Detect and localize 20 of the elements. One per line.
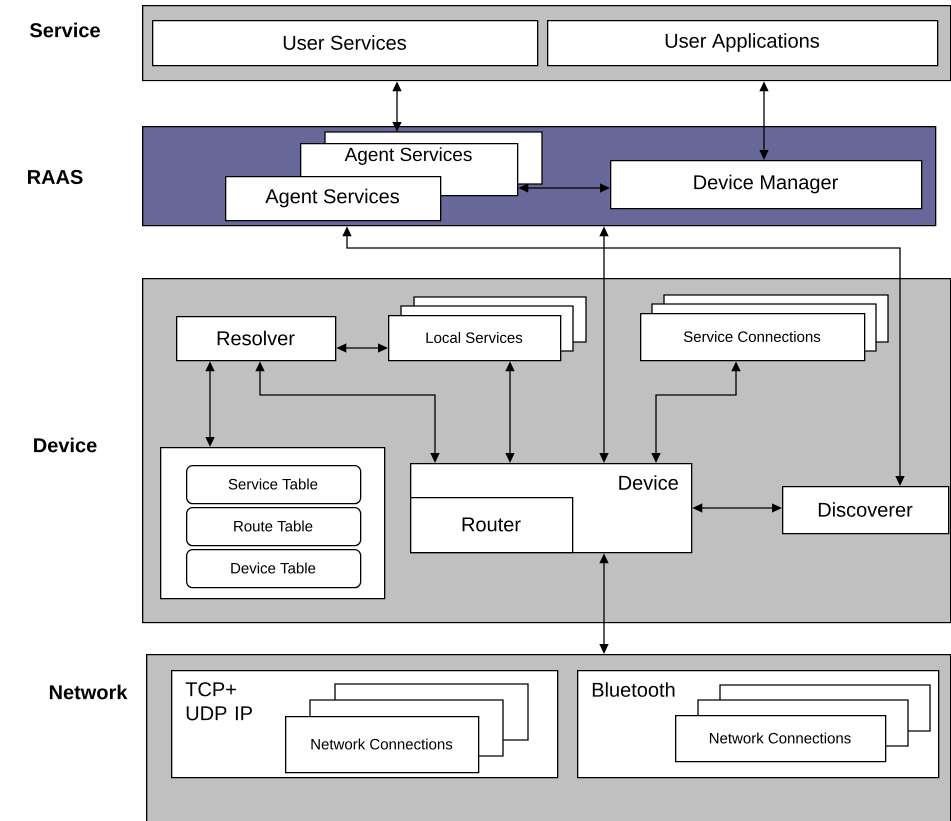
node-label: Device	[34, 438, 97, 452]
component-box: User Applications	[547, 20, 938, 66]
stacked-boxes: Service Connections	[640, 294, 889, 362]
table-row-box: Device Table	[186, 549, 362, 588]
component-box: User Services	[152, 20, 538, 66]
stacked-boxes: Network Connections	[675, 684, 931, 762]
component-box: Resolver	[176, 316, 336, 362]
stacked-boxes: Local Services	[388, 296, 587, 362]
node-label: RAAS	[28, 170, 83, 184]
component-box: Router	[410, 497, 574, 554]
component-box: Discoverer	[782, 486, 950, 534]
component-box: Device Manager	[610, 160, 922, 210]
node-label: Service	[30, 22, 100, 38]
node-label: Network	[50, 684, 128, 700]
table-row-box: Service Table	[186, 465, 362, 504]
node-label: Network Connections	[311, 738, 452, 750]
component-box: Agent Services	[225, 176, 442, 222]
node-label: Network Connections	[710, 732, 851, 744]
table-row-box: Route Table	[186, 507, 362, 546]
stacked-boxes: Network Connections	[285, 683, 529, 774]
